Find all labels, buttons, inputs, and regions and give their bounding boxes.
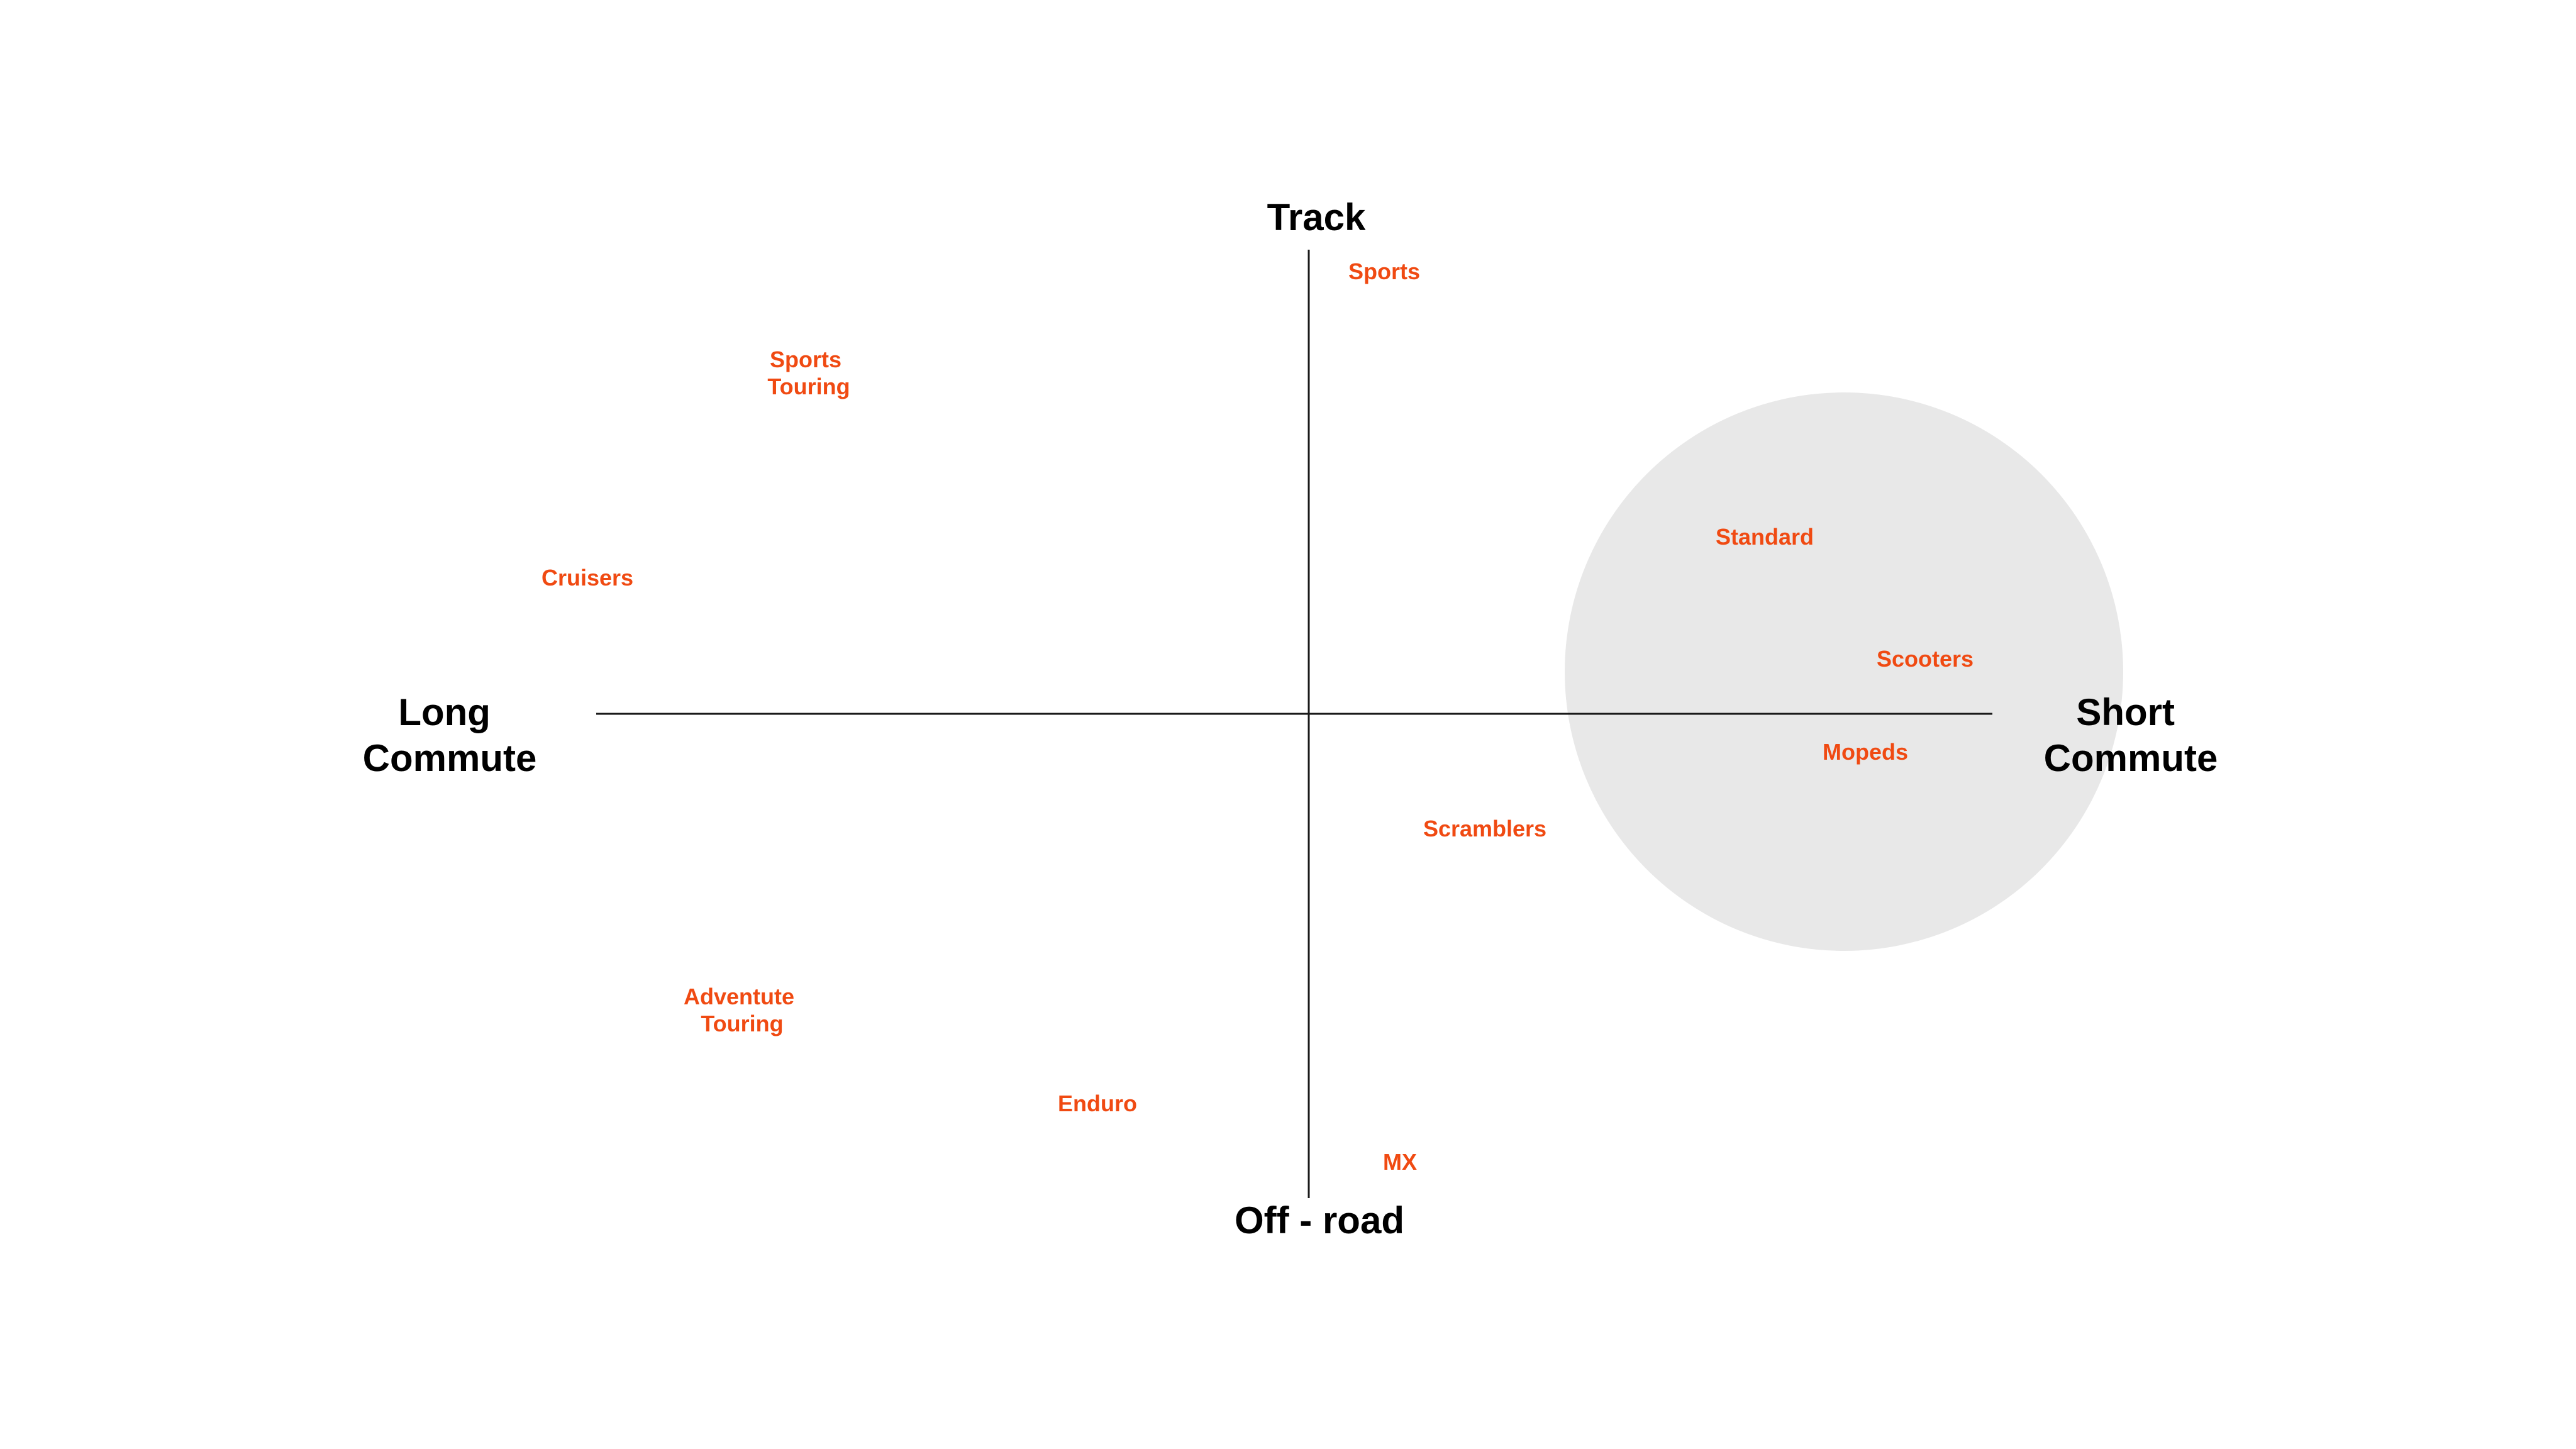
segment-label-sports-touring-line-2: Touring <box>767 374 850 399</box>
segment-label-enduro-line-1: Enduro <box>1058 1091 1137 1116</box>
axis-title-left-line-2: Commute <box>363 737 537 779</box>
segment-label-mopeds-line-1: Mopeds <box>1823 739 1908 765</box>
segment-label-scooters: Scooters <box>1877 646 1974 672</box>
segment-label-mx-line-1: MX <box>1383 1149 1417 1175</box>
axis-title-left: Long Commute <box>363 691 537 779</box>
segment-label-adventute-touring-line-2: Touring <box>701 1011 783 1036</box>
segment-label-mx: MX <box>1383 1149 1417 1175</box>
segment-label-sports: Sports <box>1348 258 1420 284</box>
segment-label-cruisers-line-1: Cruisers <box>541 565 633 591</box>
segment-label-adventute-touring: Adventute Touring <box>684 984 801 1036</box>
axis-title-right: Short Commute <box>2044 691 2218 779</box>
segment-label-sports-touring-line-1: Sports <box>770 347 841 372</box>
axis-title-right-line-2: Commute <box>2044 737 2218 779</box>
axis-title-left-line-1: Long <box>398 691 491 733</box>
axis-title-bottom: Off - road <box>1235 1199 1404 1241</box>
segment-label-scramblers-line-1: Scramblers <box>1423 816 1546 841</box>
segment-label-sports-line-1: Sports <box>1348 258 1420 284</box>
segment-label-sports-touring: Sports Touring <box>767 347 850 399</box>
segment-label-scramblers: Scramblers <box>1423 816 1546 841</box>
highlight-circle <box>1565 392 2123 951</box>
segment-label-standard-line-1: Standard <box>1716 524 1814 550</box>
segment-label-cruisers: Cruisers <box>541 565 633 591</box>
segment-label-scooters-line-1: Scooters <box>1877 646 1974 672</box>
axis-title-right-line-1: Short <box>2076 691 2175 733</box>
segment-label-enduro: Enduro <box>1058 1091 1137 1116</box>
segment-label-mopeds: Mopeds <box>1823 739 1908 765</box>
segment-label-adventute-touring-line-1: Adventute <box>684 984 794 1009</box>
segment-label-standard: Standard <box>1716 524 1814 550</box>
axis-title-top: Track <box>1267 196 1366 238</box>
